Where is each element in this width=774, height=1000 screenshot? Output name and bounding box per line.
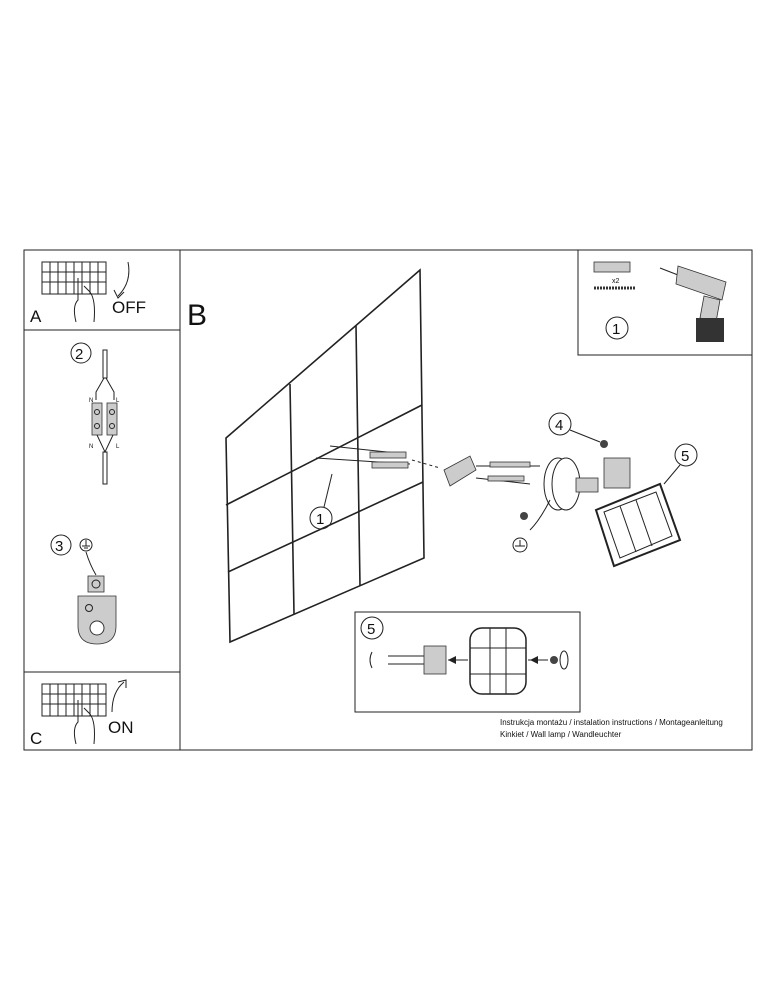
- live-label-top: L: [116, 398, 120, 404]
- step-5-inset-number: 5: [367, 621, 375, 638]
- panel-a-action: OFF: [112, 298, 146, 317]
- step-3-ground: 3: [50, 534, 117, 645]
- step-2-wiring: 2 N L N L: [70, 342, 120, 485]
- quantity-label: x2: [612, 278, 620, 285]
- lamp-shade-icon: [469, 627, 527, 695]
- panel-c-letter: C: [30, 729, 42, 748]
- live-label-bottom: L: [116, 444, 120, 450]
- footer-subtitle: Kinkiet / Wall lamp / Wandleuchter: [500, 730, 622, 739]
- panel-a-letter: A: [30, 307, 42, 326]
- wall-tiles: [225, 268, 425, 644]
- wall-plug-icon: [593, 261, 631, 273]
- panel-c: C ON: [24, 671, 180, 748]
- step-3-number: 3: [55, 538, 63, 555]
- hand-icon: [73, 278, 95, 323]
- neutral-label-bottom: N: [89, 444, 93, 450]
- step-1-wall-number: 1: [316, 511, 324, 528]
- lamp-shade: [594, 457, 682, 568]
- panel-b-letter: B: [187, 299, 207, 332]
- terminal-block-icon: [91, 402, 103, 436]
- neutral-label-top: N: [89, 398, 93, 404]
- ground-bracket-icon: [77, 595, 117, 645]
- tools-box: x2 1: [577, 250, 752, 356]
- arrow-down-icon: [113, 261, 130, 299]
- ring-nut-icon: [550, 656, 558, 664]
- breaker-box-icon: [41, 261, 107, 295]
- inset-step-5: 5: [354, 611, 581, 713]
- footer-title: Instrukcja montażu / instalation instruc…: [500, 718, 723, 727]
- wall-plugs-and-screws: [315, 445, 441, 469]
- drill-icon: [659, 265, 727, 342]
- screw-icon: [520, 512, 528, 520]
- ground-symbol-icon: [512, 499, 551, 553]
- step-5-lamp-number: 5: [681, 448, 689, 465]
- screw-icon: [600, 440, 608, 448]
- step-2-number: 2: [75, 346, 83, 363]
- step-4-number: 4: [555, 417, 563, 434]
- step-1-tools-number: 1: [612, 321, 620, 338]
- wall-canopy: [543, 457, 599, 511]
- ground-symbol-icon: [79, 538, 93, 552]
- lamp-socket-icon: [423, 645, 447, 675]
- panel-a: A OFF: [24, 261, 180, 331]
- breaker-box-icon: [41, 683, 107, 717]
- panel-c-action: ON: [108, 718, 134, 737]
- hand-icon: [73, 700, 95, 745]
- outer-frame: [23, 249, 753, 751]
- arrow-up-icon: [111, 679, 127, 713]
- mounting-bracket: [443, 455, 540, 487]
